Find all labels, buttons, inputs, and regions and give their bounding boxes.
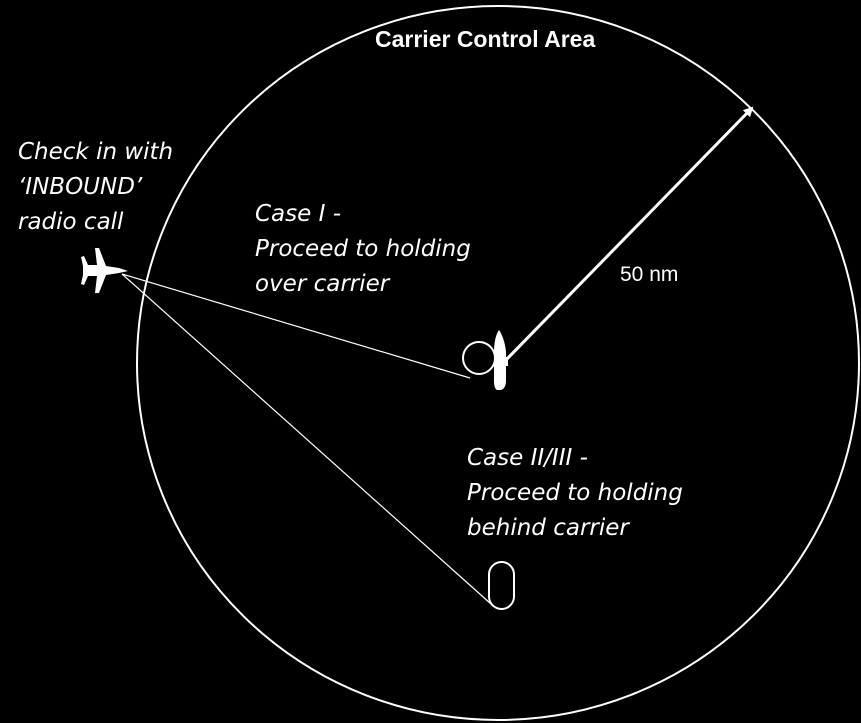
diagram-title: Carrier Control Area — [375, 26, 596, 52]
check-in-note-line: radio call — [18, 209, 124, 235]
aircraft-carrier-icon — [494, 330, 508, 390]
case-two-three-note-line: Case II/III - — [467, 445, 588, 471]
control-area-boundary — [136, 5, 860, 721]
case-one-holding-pattern — [462, 341, 496, 375]
check-in-note-line: Check in with — [18, 139, 174, 165]
check-in-note-line: ‘INBOUND’ — [18, 174, 143, 200]
radius-distance-label: 50 nm — [620, 263, 679, 286]
case-two-three-note-line: behind carrier — [467, 515, 629, 541]
case-two-three-note: Case II/III - Proceed to holding behind … — [467, 441, 683, 546]
radius-arrow — [504, 106, 754, 362]
case-one-route-line — [121, 273, 471, 379]
case-one-note-line: Proceed to holding — [255, 236, 471, 262]
case-two-three-holding-pattern — [488, 561, 515, 610]
case-two-three-note-line: Proceed to holding — [467, 480, 683, 506]
case-one-note: Case I - Proceed to holding over carrier — [255, 197, 471, 302]
case-two-three-route-line — [121, 273, 492, 605]
case-one-note-line: over carrier — [255, 271, 390, 297]
check-in-note: Check in with ‘INBOUND’ radio call — [18, 135, 173, 240]
fighter-jet-icon — [81, 248, 128, 293]
case-one-note-line: Case I - — [255, 201, 341, 227]
